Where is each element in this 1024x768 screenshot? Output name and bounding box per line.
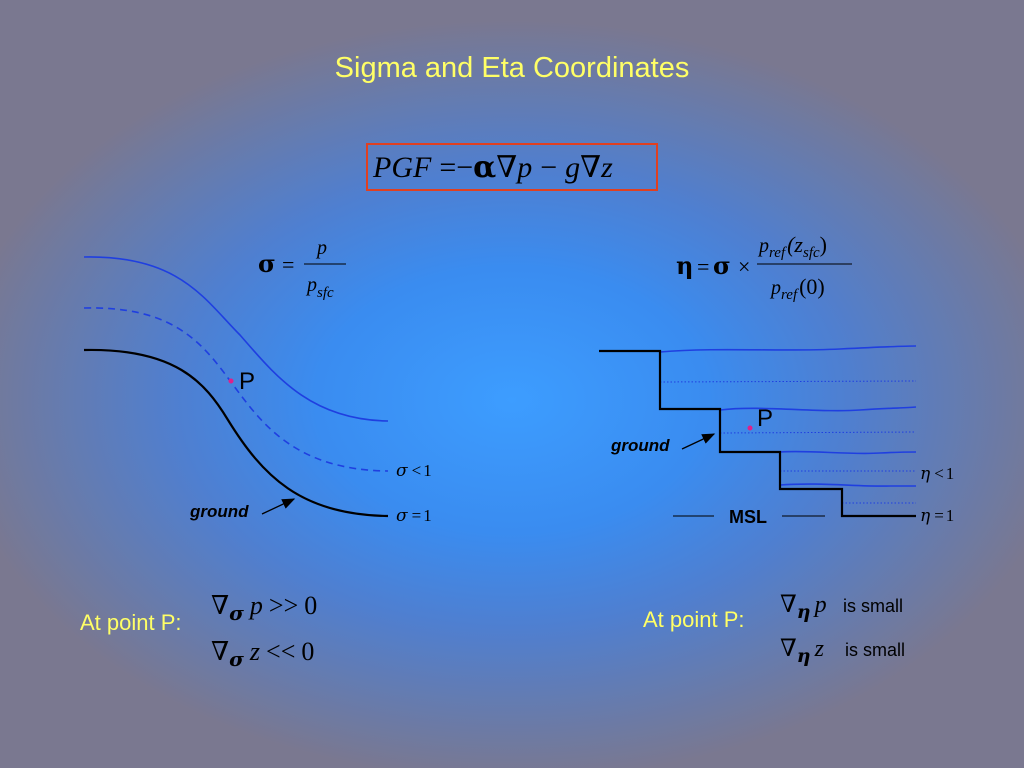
at-point-label-right: At point P: (643, 607, 745, 632)
sigma-ground-line (83, 348, 389, 518)
point-p-marker (228, 378, 234, 384)
pgf-equation: PGF=−α∇p−g∇z (372, 150, 613, 185)
ground-label: ground (189, 502, 249, 521)
eta-lt1-label: η<1 (920, 464, 954, 484)
eta-definition: η = σ × pref(zsfc) pref(0) (676, 232, 852, 303)
eta-lt1-level (779, 483, 916, 487)
sigma-diagram: P ground σ<1 σ=1 (83, 256, 432, 526)
eta-level-3 (779, 450, 917, 455)
sigma-upper-level (83, 256, 389, 422)
svg-text:=: = (282, 252, 294, 277)
eta-diagram: MSL P ground η<1 η=1 (599, 345, 954, 527)
eta-grad-p-text: is small (843, 596, 903, 616)
ground-label-eta: ground (610, 436, 670, 455)
msl-label: MSL (729, 507, 767, 527)
eta-eq1-label: η=1 (920, 506, 954, 526)
sigma-lt1-label: σ<1 (396, 461, 432, 481)
svg-text:pref(zsfc): pref(zsfc) (757, 232, 827, 261)
sigma-lt1-level (83, 307, 389, 472)
svg-text:η: η (676, 251, 693, 280)
svg-text:×: × (738, 254, 750, 279)
eta-upper-level (659, 345, 917, 353)
at-point-label-left: At point P: (80, 610, 182, 635)
sigma-eq1-label: σ=1 (396, 506, 432, 526)
svg-text:psfc: psfc (305, 274, 334, 301)
svg-text:p: p (315, 237, 327, 259)
svg-text:=: = (697, 254, 709, 279)
point-p-marker-eta (747, 425, 753, 431)
eta-grad-z-text: is small (845, 640, 905, 660)
svg-text:σ: σ (258, 249, 276, 278)
slide-title: Sigma and Eta Coordinates (334, 52, 690, 84)
eta-level-2 (719, 406, 917, 412)
svg-text:pref(0): pref(0) (769, 274, 825, 303)
svg-text:σ: σ (713, 251, 731, 280)
point-p-label: P (239, 368, 255, 395)
pgf-formula-box (366, 143, 658, 191)
point-p-label-eta: P (757, 405, 773, 432)
eta-step-ground (599, 349, 916, 518)
sigma-definition: σ = p psfc (258, 237, 346, 301)
